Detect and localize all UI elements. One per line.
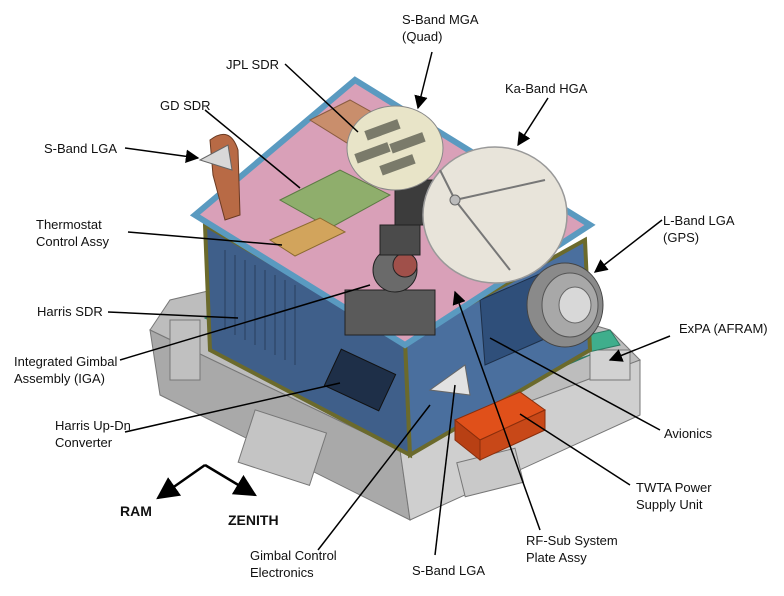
- leader-gd-sdr: [204, 109, 301, 189]
- leader-gimbal-ctrl: [317, 404, 431, 551]
- leader-rf-sub: [452, 290, 541, 531]
- leader-harris-sdr: [107, 311, 239, 319]
- label-ka-band-hga: Ka-Band HGA: [505, 81, 588, 96]
- leader-avionics: [489, 337, 661, 431]
- leader-sband-lga-bottom: [434, 384, 456, 556]
- label-ram: RAM: [120, 503, 152, 519]
- sband-lga-top-horn: [198, 133, 241, 221]
- label-jpl-sdr: JPL SDR: [226, 57, 279, 72]
- label-harris-sdr: Harris SDR: [37, 304, 103, 319]
- label-lband-lga: L-Band LGA(GPS): [663, 213, 735, 245]
- leader-ka-hga: [517, 97, 549, 147]
- label-zenith: ZENITH: [228, 512, 279, 528]
- leader-harris-updn: [124, 382, 341, 433]
- sband-lga-bottom-cone: [428, 364, 471, 396]
- sband-mga-quad: [346, 105, 444, 191]
- ka-band-hga-dish: [422, 146, 568, 284]
- leader-twta: [519, 413, 631, 486]
- label-sband-lga-top: S-Band LGA: [44, 141, 117, 156]
- direction-arrows: [156, 463, 257, 500]
- leader-lband-lga: [593, 219, 663, 273]
- label-sband-mga: S-Band MGA(Quad): [402, 12, 479, 44]
- label-avionics: Avionics: [664, 426, 713, 441]
- leader-sband-mga: [414, 51, 433, 110]
- leader-thermostat: [127, 231, 283, 246]
- lband-lga-gps: [526, 262, 604, 348]
- label-gd-sdr: GD SDR: [160, 98, 211, 113]
- leader-lines: [107, 51, 671, 556]
- leader-expa: [608, 335, 671, 362]
- label-expa-afram: ExPA (AFRAM): [679, 321, 768, 336]
- leader-iga: [119, 284, 371, 361]
- leader-jpl-sdr: [284, 63, 359, 133]
- leader-sband-lga-top: [124, 147, 200, 164]
- label-sband-lga-bottom: S-Band LGA: [412, 563, 485, 578]
